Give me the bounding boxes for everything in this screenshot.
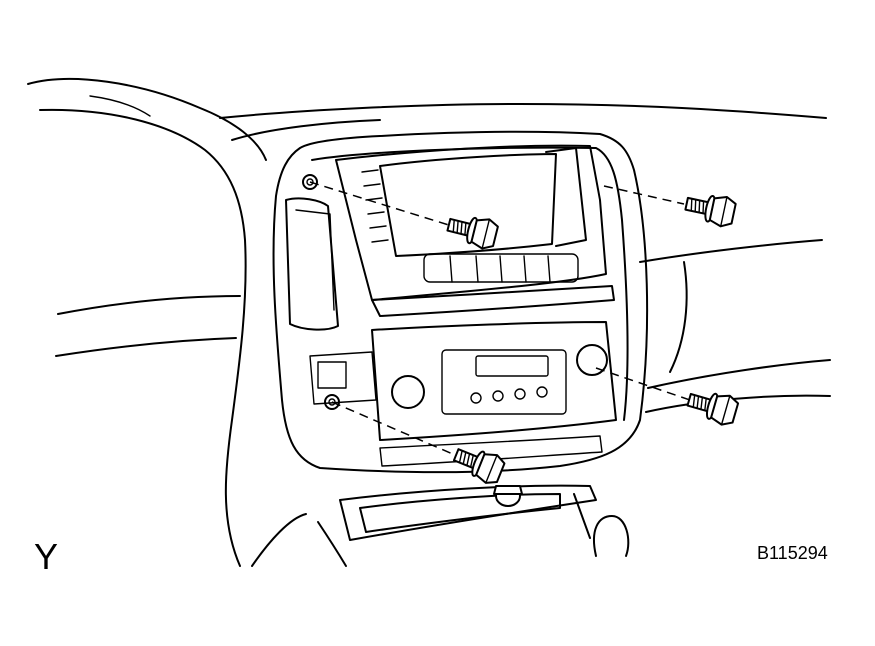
console-bezel: [272, 130, 649, 474]
bolt-upper-right: [684, 195, 737, 228]
bolt-upper-left: [446, 216, 499, 250]
bolt-lower-right: [686, 392, 740, 426]
dashboard-outline: [27, 77, 831, 567]
view-label: Y: [34, 536, 59, 577]
lower-pocket: [251, 484, 630, 567]
figure-id: B115294: [757, 543, 828, 563]
climate-panel: [309, 321, 617, 467]
bolts: [446, 195, 740, 484]
head-unit: [335, 144, 615, 317]
mounting-holes: [302, 174, 340, 410]
installation-guides: [309, 181, 691, 459]
clip-part: [493, 485, 523, 507]
bolt-lower-center: [452, 448, 506, 484]
